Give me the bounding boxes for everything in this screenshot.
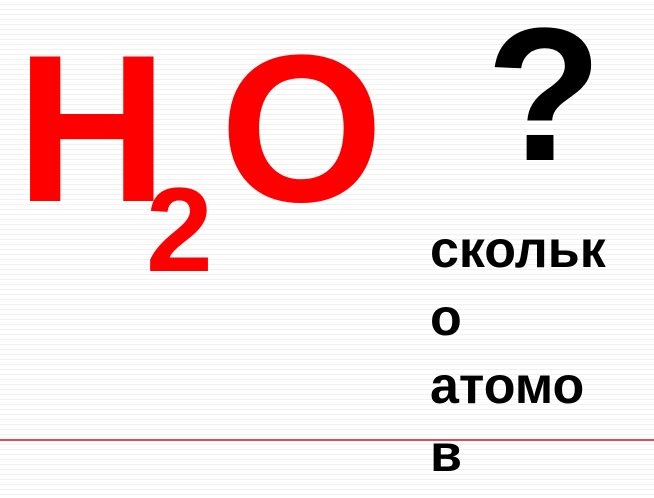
divider-line bbox=[0, 439, 654, 441]
formula-subscript: 2 bbox=[146, 163, 213, 297]
formula-hydrogen: H bbox=[16, 11, 168, 246]
formula-oxygen: O bbox=[220, 11, 384, 246]
question-mark: ? bbox=[486, 0, 603, 201]
question-line: в bbox=[430, 425, 462, 483]
question-line: скольк bbox=[430, 221, 606, 279]
question-line: атомо bbox=[430, 357, 585, 415]
question-line: о bbox=[430, 289, 462, 347]
question-text: скольк о атомо в bbox=[430, 216, 650, 488]
